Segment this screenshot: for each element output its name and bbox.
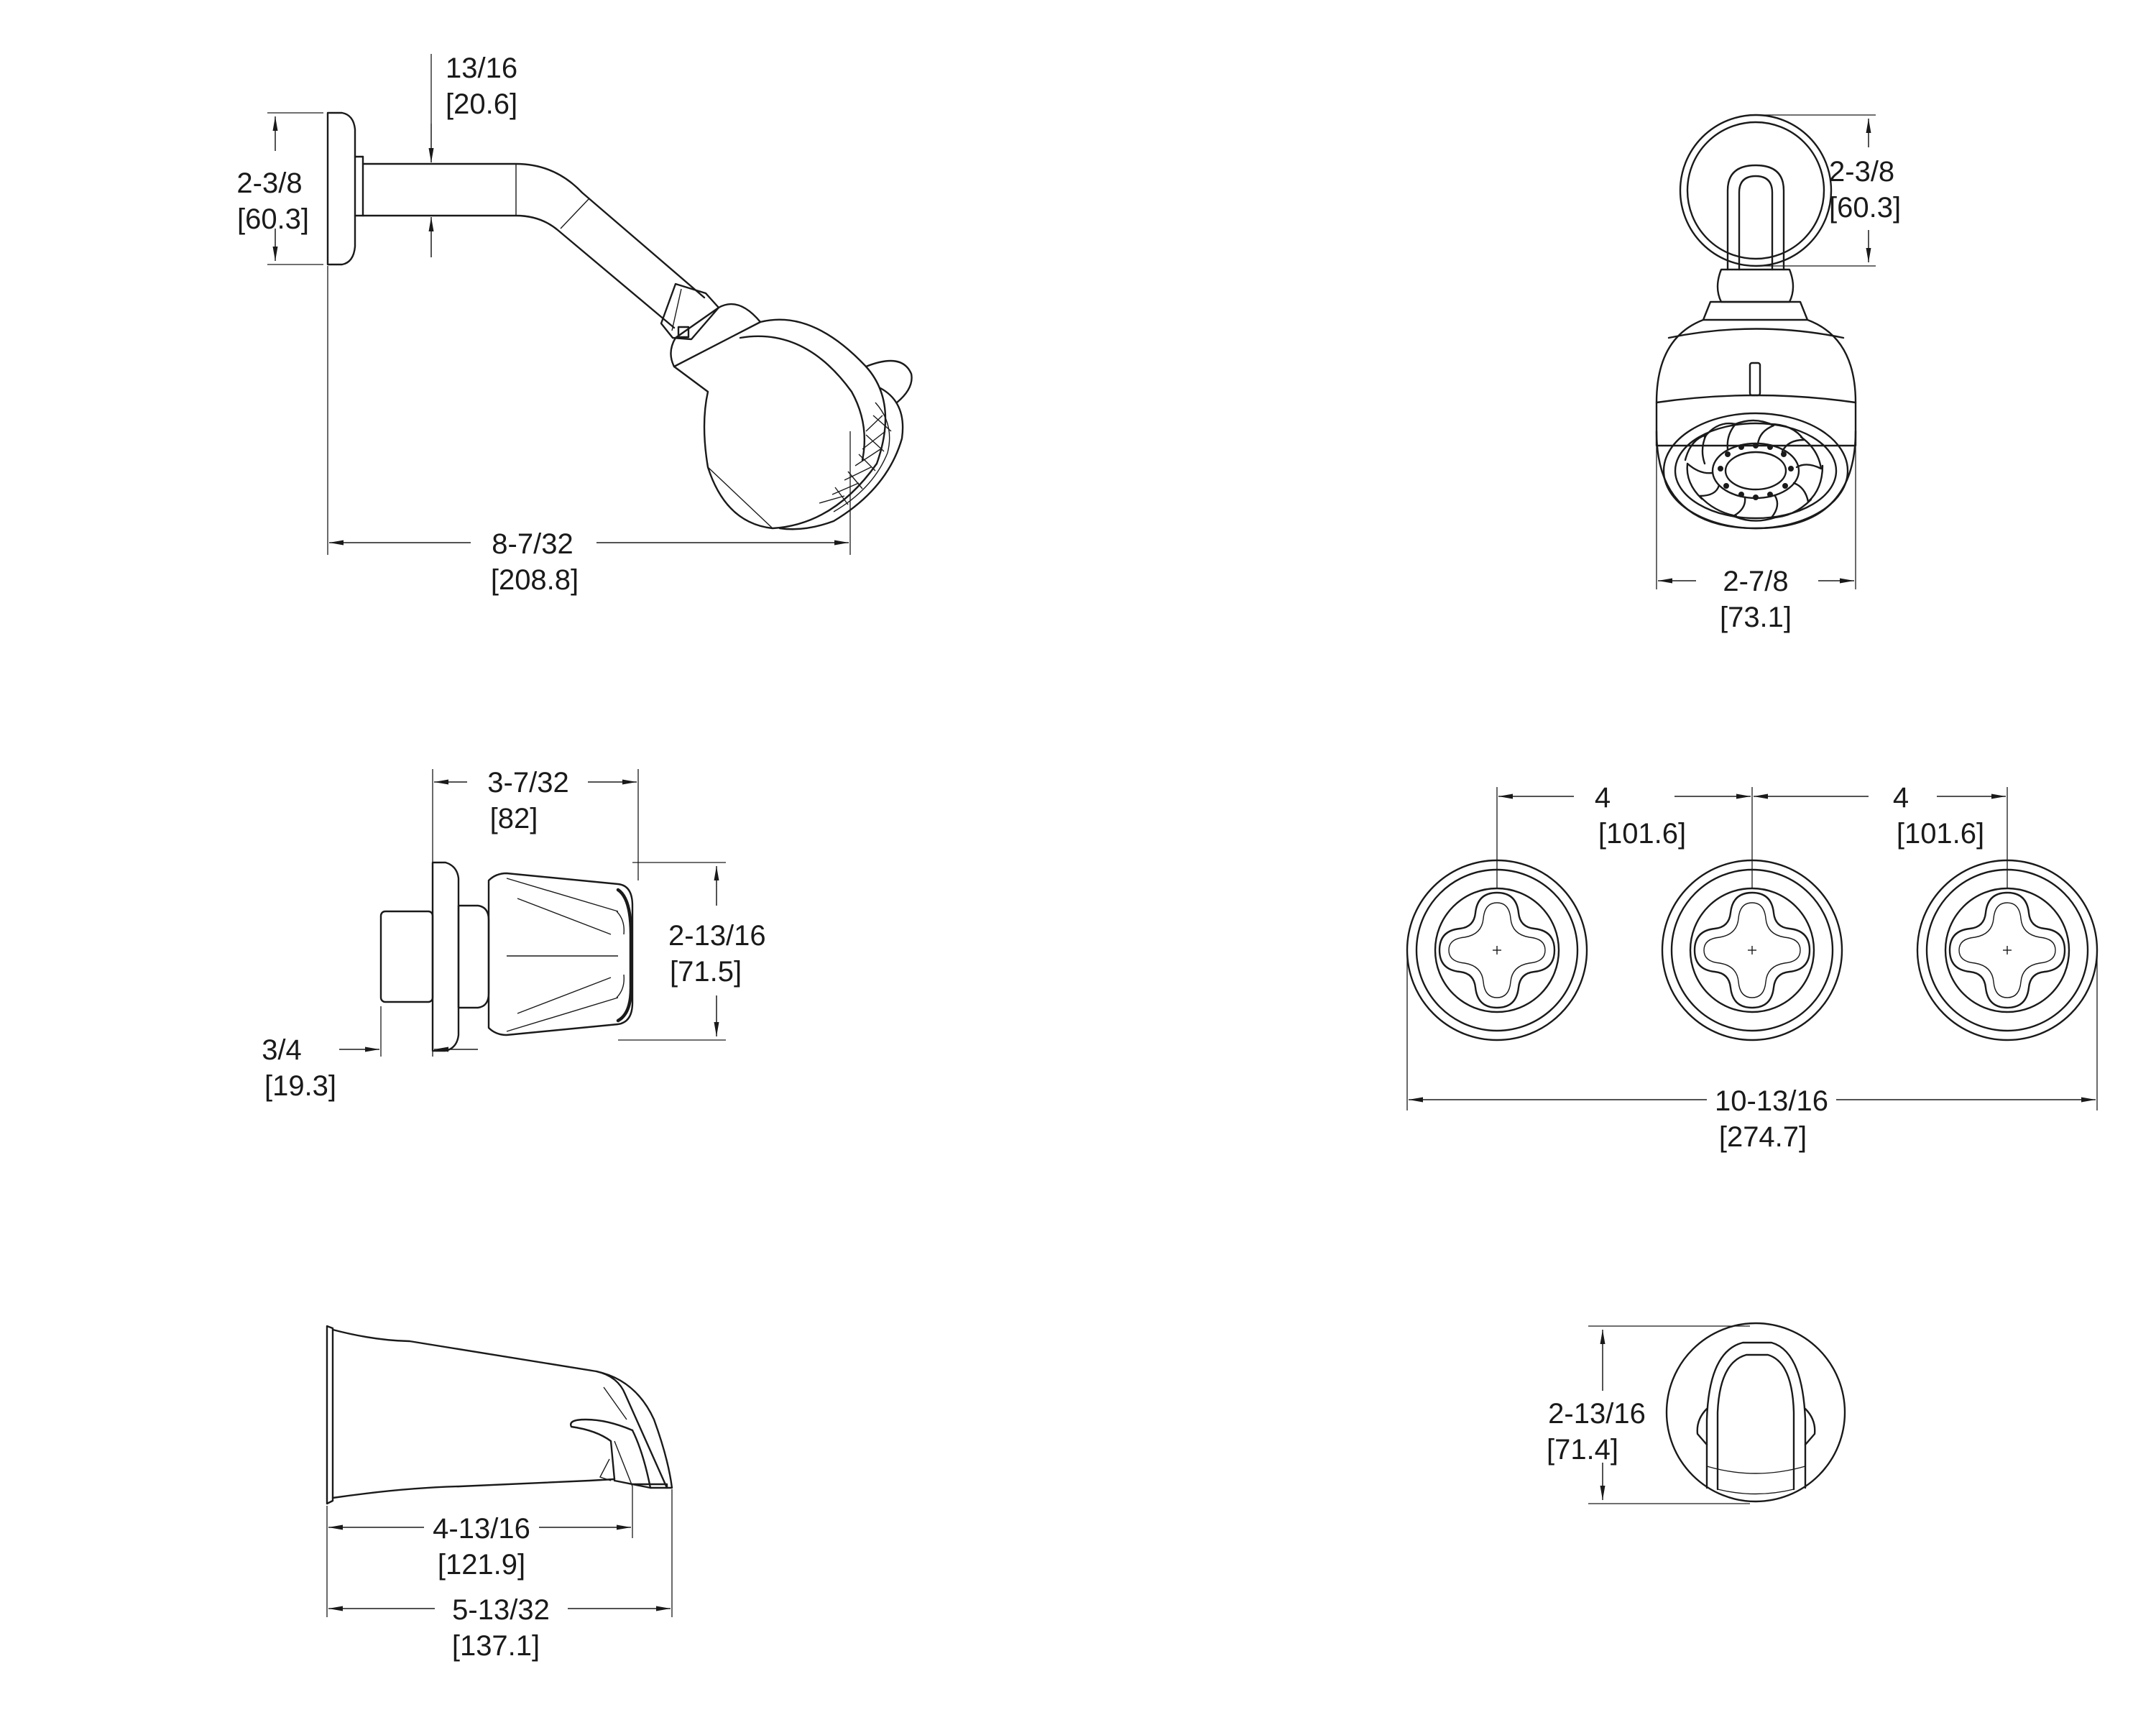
dim-spout-height-mm: [71.4] [1547,1434,1618,1466]
dim-front-flange-fraction: 2-3/8 [1829,156,1894,188]
dim-arm-diameter-mm: [20.6] [446,88,517,120]
showerhead-side-view [326,111,913,530]
dim-showerhead-reach-fraction: 8-7/32 [492,528,573,560]
dim-handle-height-mm: [71.5] [670,956,742,988]
dim-spout-outlet-mm: [121.9] [438,1549,525,1581]
dim-spacing-right-fraction: 4 [1893,782,1909,814]
dim-stem-projection-fraction: 3/4 [262,1034,302,1066]
dim-overall-width-fraction: 10-13/16 [1715,1085,1828,1117]
dim-spout-length-fraction: 5-13/32 [452,1594,550,1626]
dim-head-width-mm: [73.1] [1720,602,1792,633]
dim-arm-diameter-fraction: 13/16 [446,52,517,84]
dim-head-width-fraction: 2-7/8 [1723,566,1788,597]
dim-handle-depth-fraction: 3-7/32 [487,767,568,799]
showerhead-front-view [1655,114,1857,530]
dim-spout-length-mm: [137.1] [452,1630,540,1662]
spout-front-view [1665,1322,1846,1503]
dimension-lines [267,54,2098,1617]
dim-front-flange-mm: [60.3] [1829,192,1901,224]
dim-showerhead-flange-fraction: 2-3/8 [236,167,302,199]
dim-showerhead-reach-mm: [208.8] [491,564,579,596]
dim-spacing-right-mm: [101.6] [1897,818,1984,850]
dim-spacing-left-mm: [101.6] [1598,818,1686,850]
dim-overall-width-mm: [274.7] [1719,1121,1807,1153]
dim-handle-height-fraction: 2-13/16 [668,920,766,952]
dim-handle-depth-mm: [82] [490,803,538,834]
dim-stem-projection-mm: [19.3] [264,1070,336,1102]
spout-side-view [326,1325,673,1505]
dim-spacing-left-fraction: 4 [1595,782,1611,814]
handle-side-view [379,861,634,1052]
dimension-labels: 2-3/8 [60.3] 13/16 [20.6] 8-7/32 [208.8]… [236,52,1984,1662]
dim-spout-height-fraction: 2-13/16 [1548,1398,1646,1430]
dim-showerhead-flange-mm: [60.3] [237,203,309,235]
dim-spout-outlet-fraction: 4-13/16 [433,1513,530,1545]
